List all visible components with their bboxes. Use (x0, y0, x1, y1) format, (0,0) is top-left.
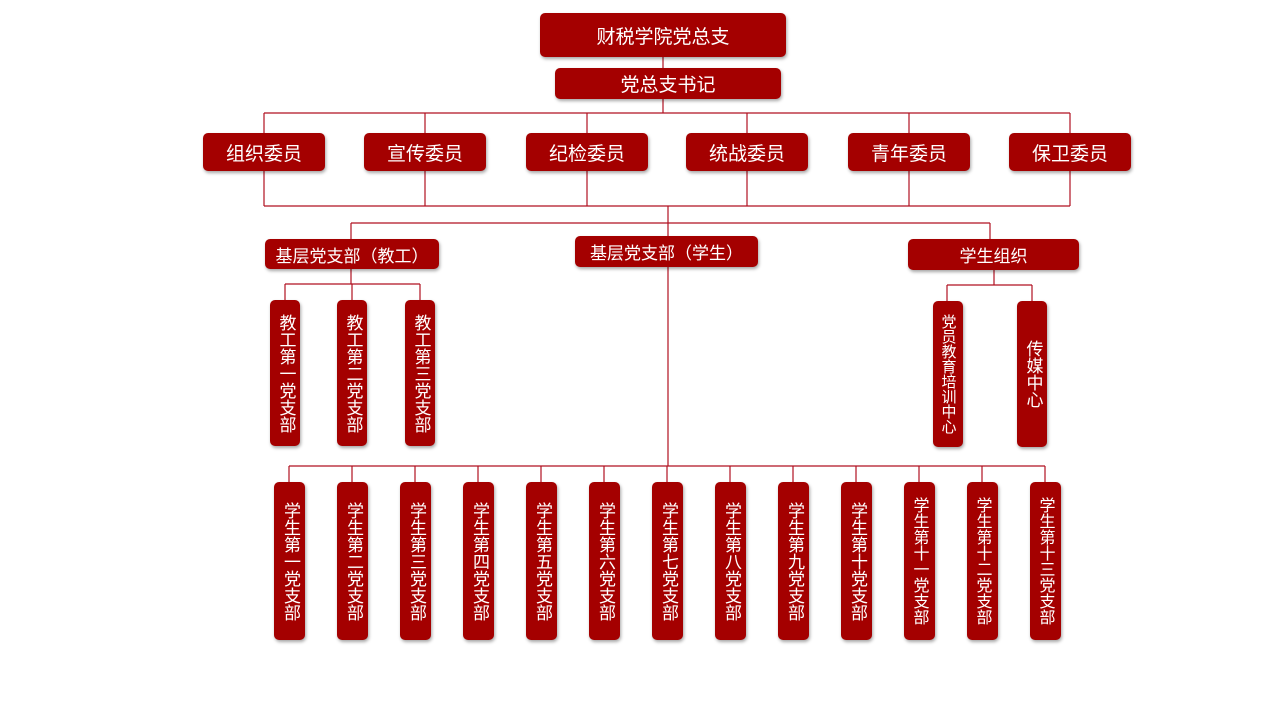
committee-node: 统战委员 (686, 133, 808, 171)
student-org-child-label: 党员教育培训中心 (939, 314, 958, 434)
student-branch-child: 学生第二党支部 (337, 482, 368, 640)
committee-label: 统战委员 (708, 142, 785, 165)
student-branch-child-label: 学生第十党支部 (847, 501, 867, 621)
student-org-node: 学生组织 (908, 239, 1079, 270)
student-branch-child-label: 学生第十二党支部 (973, 497, 993, 625)
committee-label: 青年委员 (870, 142, 947, 165)
student-branch-child-label: 学生第六党支部 (595, 501, 615, 621)
teacher-branch-child-label: 教工第三党支部 (410, 313, 431, 433)
committee-label: 纪检委员 (548, 142, 625, 165)
student-branch-child-label: 学生第十一党支部 (910, 497, 930, 625)
student-org-child: 党员教育培训中心 (933, 301, 963, 447)
committee-node: 保卫委员 (1009, 133, 1131, 171)
teacher-branch-node: 基层党支部（教工） (265, 239, 439, 269)
committee-label: 保卫委员 (1031, 142, 1108, 165)
student-branch-child: 学生第八党支部 (715, 482, 746, 640)
student-org-child-label: 传媒中心 (1022, 340, 1043, 408)
student-branch-child: 学生第六党支部 (589, 482, 620, 640)
student-branch-child-label: 学生第十三党支部 (1036, 497, 1056, 625)
student-branch-child-label: 学生第二党支部 (343, 501, 363, 621)
secretary-label: 党总支书记 (620, 74, 716, 96)
student-branch-child: 学生第十二党支部 (967, 482, 998, 640)
student-branch-child: 学生第一党支部 (274, 482, 305, 640)
student-branch-child-label: 学生第五党支部 (532, 501, 552, 621)
committee-label: 宣传委员 (386, 142, 463, 165)
student-branch-child-label: 学生第一党支部 (280, 501, 300, 621)
student-branch-child-label: 学生第九党支部 (784, 501, 804, 621)
student-branch-child: 学生第十一党支部 (904, 482, 935, 640)
student-branch-child: 学生第九党支部 (778, 482, 809, 640)
teacher-branch-label: 基层党支部（教工） (275, 246, 429, 267)
student-branch-child: 学生第四党支部 (463, 482, 494, 640)
student-branch-child: 学生第五党支部 (526, 482, 557, 640)
committee-node: 组织委员 (203, 133, 325, 171)
secretary-node: 党总支书记 (555, 68, 781, 99)
committee-node: 纪检委员 (526, 133, 648, 171)
committee-node: 青年委员 (848, 133, 970, 171)
student-branch-child-label: 学生第三党支部 (406, 501, 426, 621)
student-branch-child: 学生第三党支部 (400, 482, 431, 640)
student-org-child: 传媒中心 (1017, 301, 1047, 447)
teacher-branch-child: 教工第一党支部 (270, 300, 300, 446)
student-org-label: 学生组织 (959, 247, 1028, 267)
committee-node: 宣传委员 (364, 133, 486, 171)
teacher-branch-child-label: 教工第二党支部 (342, 313, 363, 433)
student-branch-child: 学生第十党支部 (841, 482, 872, 640)
student-branch-child: 学生第十三党支部 (1030, 482, 1061, 640)
root-label: 财税学院党总支 (596, 25, 730, 48)
teacher-branch-child: 教工第三党支部 (405, 300, 435, 446)
student-branch-child-label: 学生第八党支部 (721, 501, 741, 621)
committee-label: 组织委员 (225, 142, 302, 165)
teacher-branch-child: 教工第二党支部 (337, 300, 367, 446)
student-branch-child: 学生第七党支部 (652, 482, 683, 640)
student-branch-child-label: 学生第七党支部 (658, 501, 678, 621)
student-branch-node: 基层党支部（学生） (575, 236, 758, 267)
root-node: 财税学院党总支 (540, 13, 786, 57)
student-branch-child-label: 学生第四党支部 (469, 501, 489, 621)
teacher-branch-child-label: 教工第一党支部 (275, 313, 296, 433)
student-branch-label: 基层党支部（学生） (590, 244, 743, 264)
